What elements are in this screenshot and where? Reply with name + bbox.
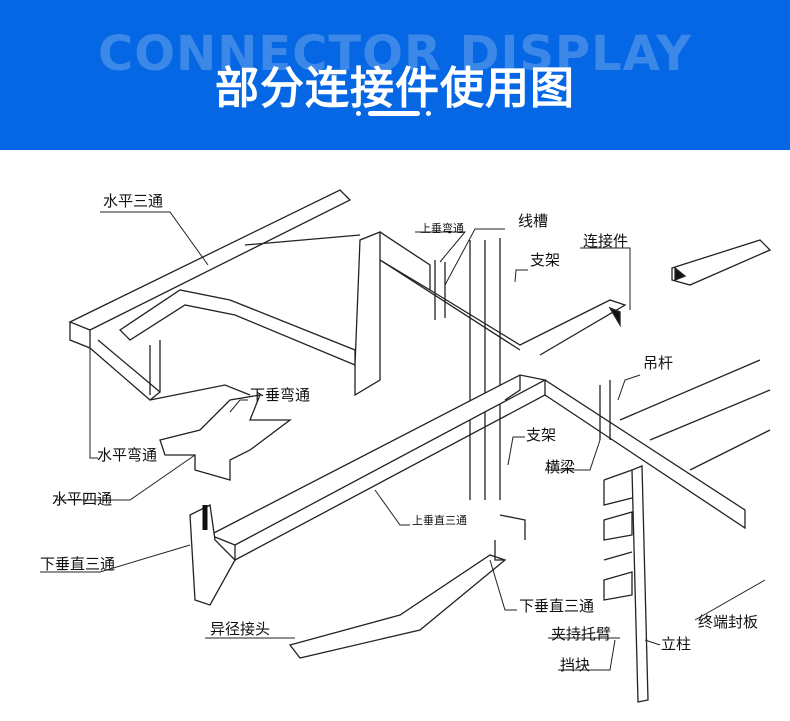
label-down-vertical-bend: 下垂弯通 <box>250 386 311 404</box>
label-down-vertical-tee-left: 下垂直三通 <box>40 555 116 573</box>
hanger-rods <box>149 260 611 440</box>
leader-lines <box>40 211 766 671</box>
header-banner: CONNECTOR DISPLAY 部分连接件使用图 <box>0 0 790 150</box>
label-up-vertical-tee: 上垂直三通 <box>412 514 467 527</box>
label-crossbeam: 横梁 <box>545 458 576 476</box>
label-down-vertical-tee-right: 下垂直三通 <box>519 597 595 615</box>
label-stop-block: 挡块 <box>560 656 591 674</box>
reducer-shape <box>288 554 507 659</box>
label-end-plate: 终端封板 <box>698 613 759 631</box>
end-plate-box <box>671 239 772 286</box>
label-reducer: 异径接头 <box>210 620 271 638</box>
label-bracket-top: 支架 <box>530 251 561 269</box>
upper-tray-loop <box>68 189 361 401</box>
label-column: 立柱 <box>661 635 692 653</box>
page-title: 部分连接件使用图 <box>215 63 575 114</box>
label-horizontal-cross: 水平四通 <box>52 490 113 508</box>
label-up-vertical-bend: 上垂弯通 <box>420 222 464 235</box>
label-horizontal-bend: 水平弯通 <box>97 446 158 464</box>
horizontal-cross-shape <box>159 394 292 481</box>
decor-dot-left <box>356 111 361 116</box>
vertical-bend-section <box>354 231 627 500</box>
label-trunking: 线槽 <box>518 212 549 230</box>
decor-dot-right <box>426 111 431 116</box>
label-clamp-arm: 夹持托臂 <box>551 625 612 643</box>
label-connector: 连接件 <box>583 232 629 250</box>
header-background-text: CONNECTOR DISPLAY <box>98 26 692 82</box>
column-assembly <box>603 465 649 703</box>
label-horizontal-tee: 水平三通 <box>103 192 164 210</box>
label-hanger-rod: 吊杆 <box>643 354 674 372</box>
label-bracket-mid: 支架 <box>526 426 557 444</box>
cable-tray-diagram <box>40 189 772 703</box>
decor-bar <box>368 111 420 116</box>
down-vertical-tee-left <box>189 504 236 606</box>
